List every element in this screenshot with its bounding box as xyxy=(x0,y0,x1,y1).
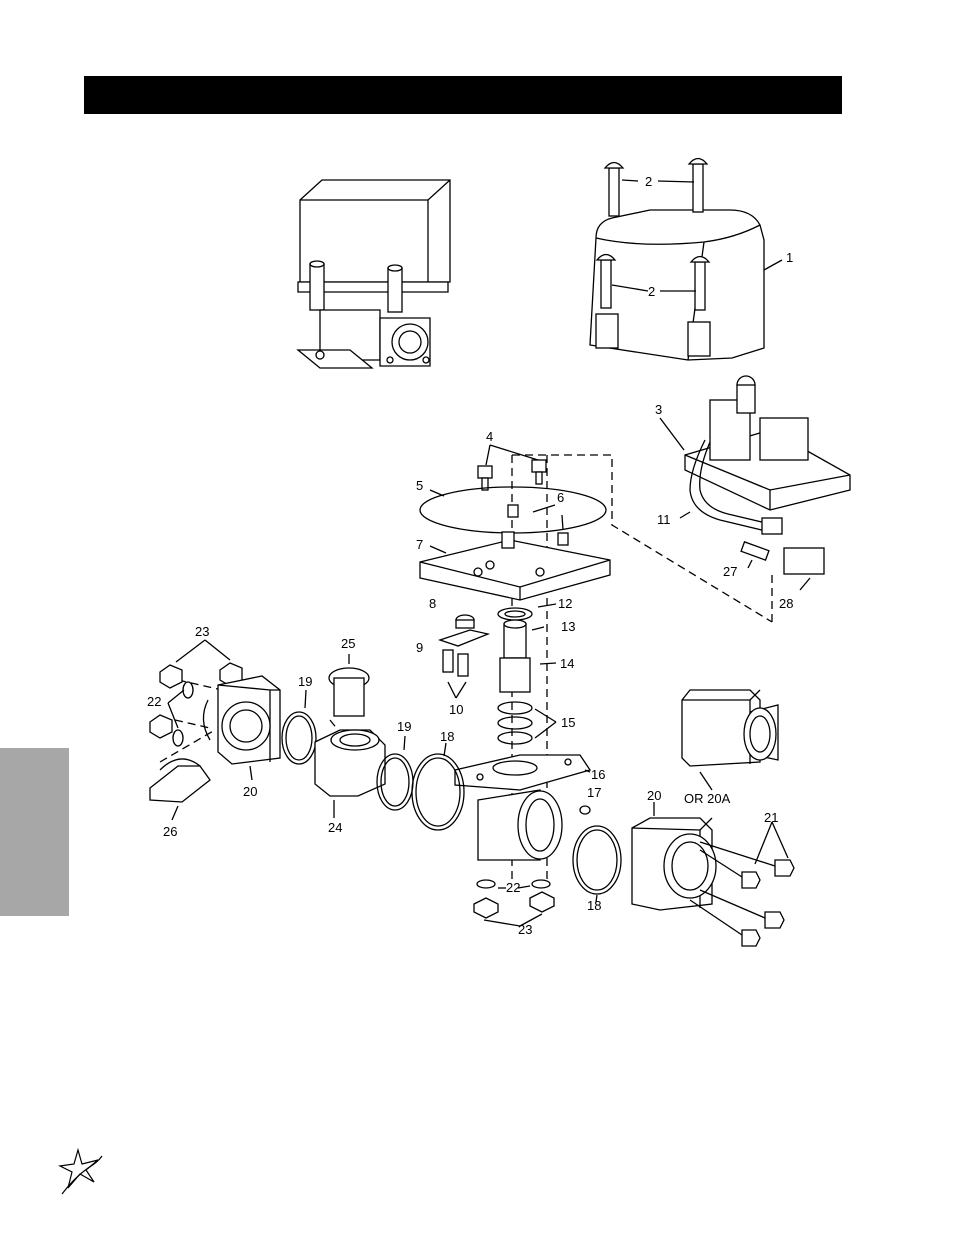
callout-11: 11 xyxy=(657,512,671,527)
callout-25: 25 xyxy=(341,636,355,651)
callout-2-top: 2 xyxy=(645,174,652,189)
callout-13: 13 xyxy=(561,619,575,634)
callout-9: 9 xyxy=(416,640,423,655)
callout-27: 27 xyxy=(723,564,737,579)
left-port-parts-illustration xyxy=(149,639,465,831)
valve-body-illustration xyxy=(454,754,622,927)
callout-17: 17 xyxy=(587,785,601,800)
callout-16: 16 xyxy=(591,767,605,782)
callout-4: 4 xyxy=(486,429,493,444)
callout-18-right: 18 xyxy=(587,898,601,913)
section-side-tab xyxy=(0,748,69,916)
callout-23-left: 23 xyxy=(195,624,209,639)
callout-8: 8 xyxy=(429,596,436,611)
callout-28: 28 xyxy=(779,596,793,611)
right-port-parts-illustration xyxy=(631,689,795,947)
callout-3: 3 xyxy=(655,402,662,417)
callout-19-mid: 19 xyxy=(397,719,411,734)
callout-1: 1 xyxy=(786,250,793,265)
callout-21: 21 xyxy=(764,810,778,825)
callout-26: 26 xyxy=(163,824,177,839)
callout-22-left: 22 xyxy=(147,694,161,709)
callout-14: 14 xyxy=(560,656,574,671)
callout-15: 15 xyxy=(561,715,575,730)
callout-19-left: 19 xyxy=(298,674,312,689)
callout-10: 10 xyxy=(449,702,463,717)
callout-20-left: 20 xyxy=(243,784,257,799)
callout-23-bottom: 23 xyxy=(518,922,532,937)
cover-assembly-illustration xyxy=(589,157,783,361)
assembled-valve-illustration xyxy=(296,179,451,369)
callout-22-bottom: 22 xyxy=(506,880,520,895)
callout-7: 7 xyxy=(416,537,423,552)
callout-2-lower: 2 xyxy=(648,284,655,299)
star-swoosh-logo-icon xyxy=(58,1148,103,1195)
callout-20A: OR 20A xyxy=(684,791,731,806)
section-header-bar xyxy=(84,76,842,114)
callout-20-right: 20 xyxy=(647,788,661,803)
callout-24: 24 xyxy=(328,820,342,835)
callout-5: 5 xyxy=(416,478,423,493)
motor-assembly-illustration xyxy=(659,375,851,591)
callout-12: 12 xyxy=(558,596,572,611)
upper-valve-parts-illustration xyxy=(419,444,611,601)
callout-18-left: 18 xyxy=(440,729,454,744)
callout-6: 6 xyxy=(557,490,564,505)
actuator-internal-parts-illustration xyxy=(437,603,557,745)
